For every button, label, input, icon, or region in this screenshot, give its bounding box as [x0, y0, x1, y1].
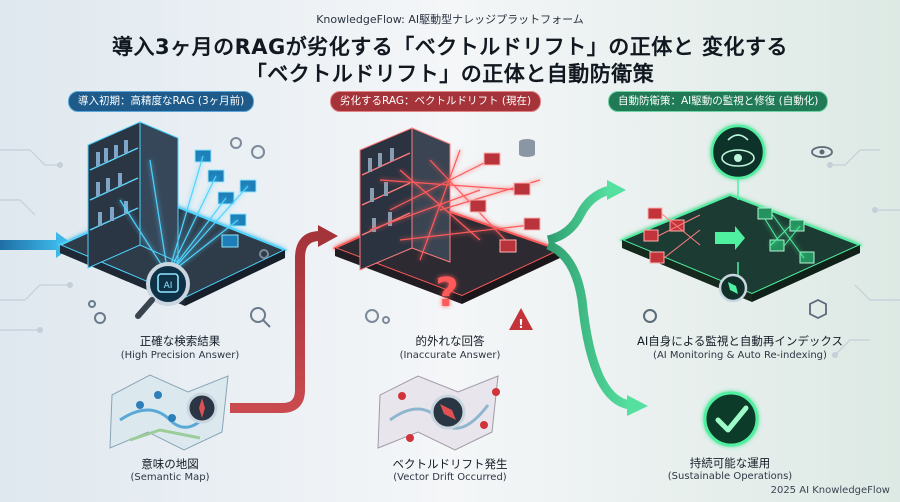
settings-icon: [88, 300, 106, 324]
eye-icon: [811, 146, 833, 158]
phase2-bookshelf: [359, 127, 451, 271]
phase1-semantic-map: [109, 374, 229, 451]
phase3-lower-caption-sub: (Sustainable Operations): [667, 471, 793, 482]
phase3-upper-caption-sub: (AI Monitoring & Auto Re-indexing): [653, 350, 827, 361]
search-icon: [250, 307, 271, 328]
phase2-drift-map: [377, 375, 500, 451]
checkmark-icon: [703, 391, 759, 447]
phase3-lower-caption: 持続可能な運用: [689, 456, 771, 470]
phase-badge-initial: 導入初期：高精度なRAG (3ヶ月前): [68, 91, 255, 112]
phase3-monitor-eye: [710, 124, 766, 180]
defense-transition-arrow: [546, 180, 648, 416]
phase2-document-nodes: [469, 152, 541, 253]
question-mark-icon: ?: [435, 270, 458, 316]
phase1-upper-caption-sub: (High Precision Answer): [120, 350, 240, 361]
phase3-hex-icon: [809, 298, 827, 320]
phase2-lower-caption-sub: (Vector Drift Occurred): [393, 472, 507, 483]
footer-copyright: 2025 AI KnowledgeFlow: [770, 485, 890, 496]
svg-text:?: ?: [435, 270, 458, 316]
phase1-lower-caption-sub: (Semantic Map): [130, 472, 210, 483]
phase-badge-defense: 自動防衛策：AI駆動の監視と修復 (自動化): [608, 91, 829, 112]
settings-icon-phase3: [643, 309, 657, 323]
gear-icon-phase2: [365, 309, 390, 324]
phase1-bookshelf: [87, 121, 179, 269]
phase2-upper-caption: 的外れな回答: [415, 334, 485, 348]
gear-icon: [230, 137, 269, 259]
phase1-beams: [119, 155, 249, 276]
phase-badge-drift: 劣化するRAG：ベクトルドリフト (現在): [330, 91, 542, 112]
phase1-lower-caption: 意味の地図: [141, 457, 199, 471]
phase3-network: [643, 178, 815, 303]
phase2-upper-caption-sub: (Inaccurate Answer): [399, 350, 501, 361]
database-icon: [519, 139, 535, 157]
svg-text:!: !: [518, 317, 523, 331]
drift-transition-arrow: [230, 225, 338, 413]
page-title-line2: 「ベクトルドリフト」の正体と自動防衛策: [245, 62, 655, 86]
phase2-lower-caption: ベクトルドリフト発生: [392, 457, 508, 471]
svg-text:AI: AI: [164, 281, 173, 291]
brand-header: KnowledgeFlow: AI駆動型ナレッジプラットフォーム: [316, 13, 584, 26]
phase3-upper-caption: AI自身による監視と自動再インデックス: [636, 334, 844, 348]
magnifier-icon: AI: [135, 262, 190, 319]
warning-icon: !: [509, 308, 533, 331]
phase1-upper-caption: 正確な検索結果: [139, 334, 221, 348]
page-title-line1: 導入3ヶ月のRAGが劣化する「ベクトルドリフト」の正体と 変化する: [111, 35, 789, 59]
